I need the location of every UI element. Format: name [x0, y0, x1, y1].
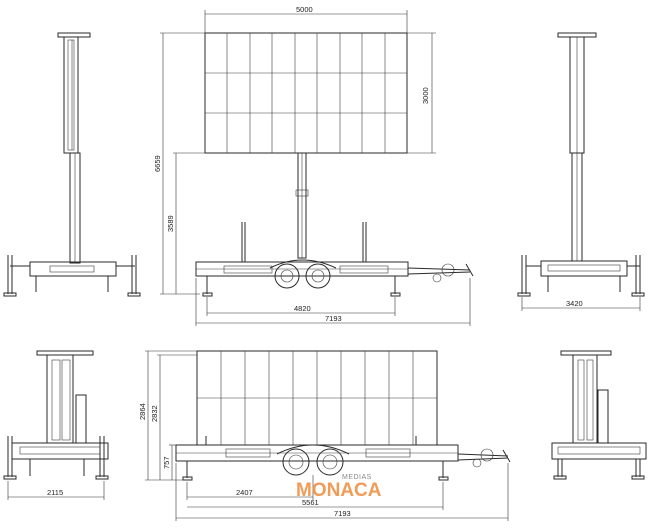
watermark-logo: MEDIAS MONACA	[296, 474, 382, 501]
dim-757: 757	[162, 456, 171, 469]
screen-grid	[205, 33, 407, 153]
dim-3589: 3589	[166, 215, 175, 232]
dim-7193-bottom: 7193	[334, 509, 351, 518]
top-right-rear-view	[517, 32, 645, 297]
screen-grid-lowered	[197, 351, 437, 445]
dim-5000: 5000	[296, 5, 313, 14]
bottom-center-front-view	[175, 350, 511, 481]
logo-line2: MONACA	[296, 480, 382, 501]
logo-line1: MEDIAS	[342, 474, 372, 481]
bottom-right-rear-view	[551, 350, 647, 480]
dim-2407: 2407	[236, 488, 253, 497]
dim-4820: 4820	[294, 304, 311, 313]
dim-7193-top: 7193	[325, 314, 342, 323]
led-screen	[204, 32, 408, 154]
bottom-left-dimensions: 2115	[7, 481, 105, 500]
dim-2115: 2115	[47, 488, 63, 497]
dim-2864: 2864	[138, 403, 147, 420]
bottom-center-dimensions: 2864 2832 757 2407 5561 7193	[138, 350, 509, 521]
bottom-left-side-view	[3, 350, 109, 480]
dim-3420: 3420	[566, 299, 583, 308]
top-left-side-view	[3, 32, 141, 297]
dim-2832: 2832	[150, 405, 159, 422]
dim-5561: 5561	[302, 498, 319, 507]
dim-3000: 3000	[421, 87, 430, 104]
dim-6659: 6659	[153, 155, 162, 172]
top-right-dimensions: 3420	[521, 297, 641, 311]
top-center-dimensions: 5000 3000 6659 3589 4820 7193	[153, 5, 471, 326]
top-center-front-view	[195, 32, 474, 297]
